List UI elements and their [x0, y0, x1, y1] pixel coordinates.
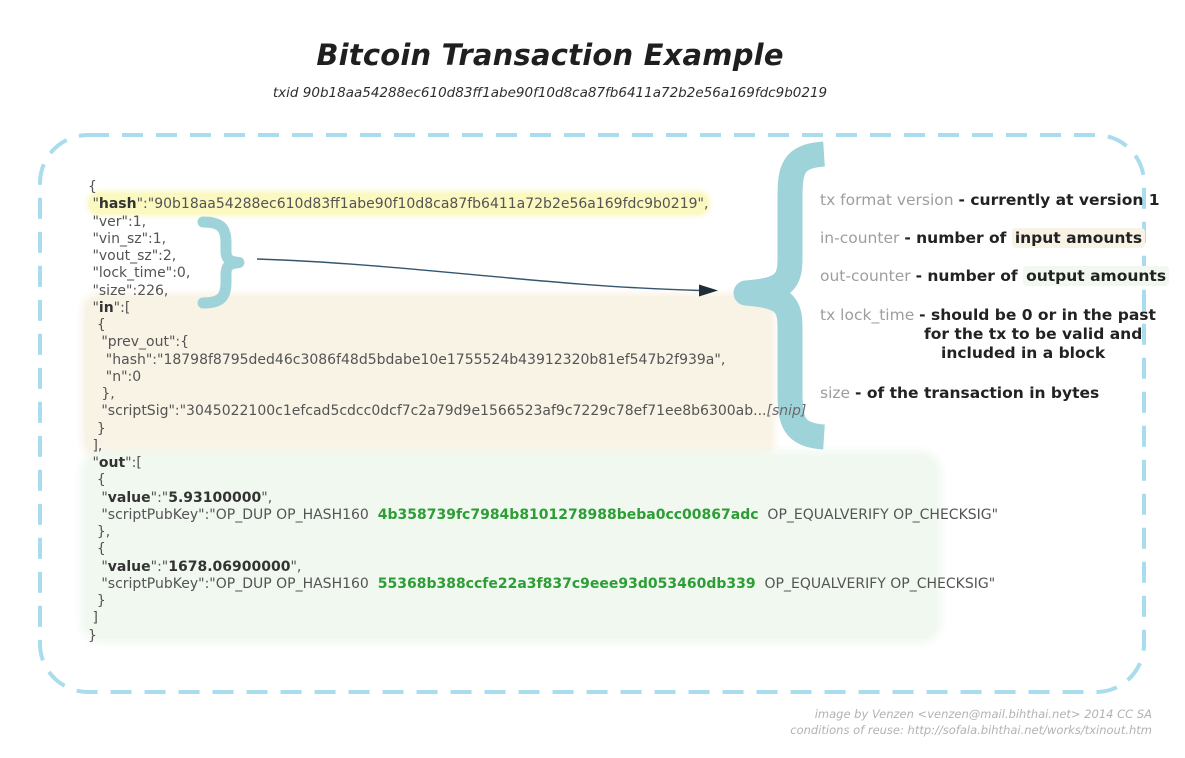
json-code: { "hash":"90b18aa54288ec610d83ff1abe90f1…	[88, 179, 998, 645]
code-line: ],	[88, 437, 103, 454]
annotation-label: size	[820, 384, 851, 402]
annotation-text: - number of	[904, 229, 1012, 247]
code-line: }	[88, 593, 106, 609]
annotation-tx-lock-time: tx lock_time - should be 0 or in the pas…	[820, 306, 1156, 363]
annotation-highlight: output amounts	[1023, 266, 1170, 286]
annotation-size: size - of the transaction in bytes	[820, 384, 1099, 403]
code-line: "out":[	[88, 455, 142, 471]
annotation-tx-format-version: tx format version - currently at version…	[820, 191, 1160, 210]
annotation-out-counter: out-counter - number of output amounts	[820, 266, 1170, 286]
annotation-highlight: input amounts	[1011, 228, 1146, 248]
code-line: "scriptSig":"3045022100c1efcad5cdcc0dcf7…	[88, 403, 807, 420]
code-line: "n":0	[88, 368, 142, 385]
credit-line: image by Venzen <venzen@mail.bihthai.net…	[814, 707, 1152, 721]
code-line: "vout_sz":2,	[88, 248, 177, 264]
code-line: "prev_out":{	[88, 334, 190, 351]
annotation-in-counter: in-counter - number of input amounts	[820, 228, 1146, 248]
code-line: {	[88, 541, 106, 558]
annotation-text: - of the transaction in bytes	[855, 384, 1100, 402]
code-line: {	[88, 317, 106, 333]
annotation-extra-line: for the tx to be valid and	[924, 325, 1143, 343]
annotation-text: - should be 0 or in the past	[919, 306, 1156, 324]
code-line: ]	[88, 610, 98, 627]
reuse-line: conditions of reuse: http://sofala.bihth…	[790, 722, 1152, 737]
code-line: "hash":"18798f8795ded46c3086f48d5bdabe10…	[88, 351, 726, 368]
code-line: "lock_time":0,	[88, 265, 191, 282]
footer-credits: image by Venzen <venzen@mail.bihthai.net…	[790, 707, 1152, 738]
annotation-label: in-counter	[820, 229, 900, 247]
code-line: "ver":1,	[88, 213, 147, 230]
txid-subtitle: txid 90b18aa54288ec610d83ff1abe90f10d8ca…	[272, 85, 828, 101]
page-title: Bitcoin Transaction Example	[316, 38, 784, 72]
annotation-label: tx format version	[820, 191, 954, 209]
code-line: "value":"5.93100000",	[88, 489, 273, 506]
annotation-text: - number of	[915, 267, 1024, 285]
code-line: },	[88, 386, 115, 402]
annotation-label: tx lock_time	[820, 306, 915, 324]
code-line: "size":226,	[88, 282, 169, 299]
code-line: "scriptPubKey":"OP_DUP OP_HASH160 55368b…	[88, 575, 996, 592]
code-line: "vin_sz":1,	[88, 230, 167, 247]
annotation-extra-line: included in a block	[941, 344, 1106, 362]
annotation-text: - currently at version 1	[958, 191, 1160, 209]
code-line: "scriptPubKey":"OP_DUP OP_HASH160 4b3587…	[88, 506, 999, 523]
annotation-label: out-counter	[820, 267, 911, 285]
code-line: "hash":"90b18aa54288ec610d83ff1abe90f10d…	[88, 196, 709, 213]
code-line: {	[88, 472, 106, 489]
code-line: }	[88, 420, 106, 437]
code-line: },	[88, 524, 111, 540]
header: Bitcoin Transaction Example txid 90b18aa…	[0, 38, 1100, 101]
code-line: "value":"1678.06900000",	[88, 558, 302, 575]
code-line: "in":[	[88, 299, 131, 316]
code-line: {	[88, 179, 97, 195]
code-line: }	[88, 627, 97, 644]
